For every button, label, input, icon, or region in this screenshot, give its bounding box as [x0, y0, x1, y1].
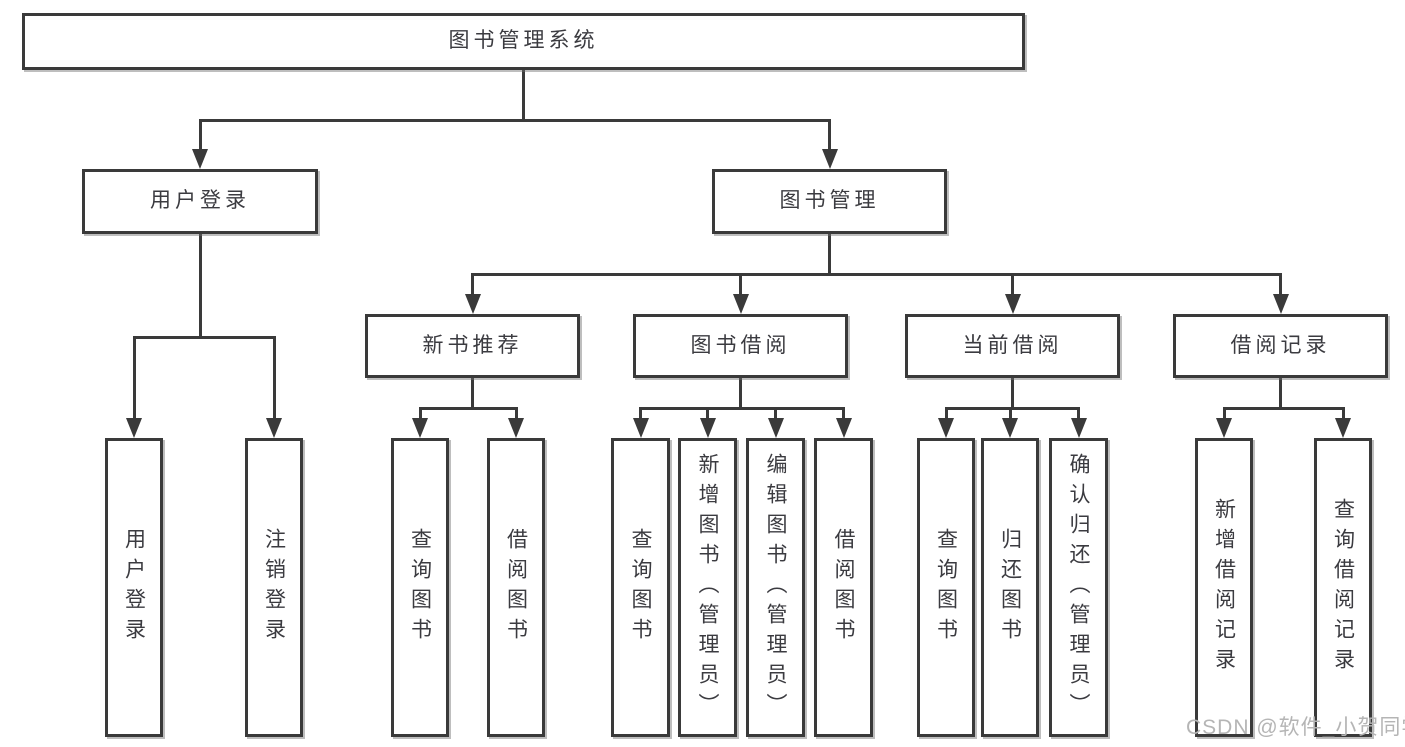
node-r1: 新增借阅记录: [1195, 438, 1253, 737]
arrowhead-icon-c1: [938, 418, 954, 438]
edge-shaft-b3: [774, 407, 777, 425]
edge-shaft-c3: [1077, 407, 1080, 425]
arrowhead-icon-c2: [1002, 418, 1018, 438]
node-user-login: 用户登录: [82, 169, 318, 234]
edge-stub-cur-borrow: [1011, 378, 1014, 410]
arrowhead-icon-u1: [126, 418, 142, 438]
edge-shaft-r1: [1222, 407, 1226, 425]
edge-shaft-u1: [132, 336, 136, 425]
node-c2: 归还图书: [981, 438, 1039, 737]
edge-bar-book-mgmt: [471, 273, 1282, 276]
arrowhead-icon-u2: [266, 418, 282, 438]
node-cur-borrow: 当前借阅: [905, 314, 1120, 378]
edge-bar-book-borrow: [639, 407, 845, 410]
edge-bar-borrow-rec: [1222, 407, 1345, 410]
edge-bar-cur-borrow: [944, 407, 1080, 410]
arrowhead-icon-b1: [632, 418, 649, 438]
node-b3: 编辑图书（管理员）: [746, 438, 805, 737]
edge-shaft-n1: [418, 407, 422, 425]
edge-stub-user-login: [198, 234, 202, 339]
edge-shaft-book-mgmt: [828, 119, 831, 156]
node-b1: 查询图书: [611, 438, 670, 737]
arrowhead-icon-b4: [835, 418, 852, 438]
edge-stub-root: [522, 70, 525, 122]
node-u1: 用户登录: [105, 438, 163, 737]
edge-shaft-u2: [272, 336, 276, 425]
node-new-rec: 新书推荐: [365, 314, 580, 378]
arrowhead-icon-r1: [1216, 418, 1232, 438]
edge-stub-book-mgmt: [828, 234, 831, 276]
edge-shaft-borrow-rec: [1279, 273, 1282, 301]
node-u2: 注销登录: [245, 438, 303, 737]
edge-stub-book-borrow: [739, 378, 742, 410]
node-n1: 查询图书: [391, 438, 449, 737]
edge-stub-borrow-rec: [1279, 378, 1282, 410]
edge-bar-new-rec: [418, 407, 518, 410]
arrowhead-icon-new-rec: [464, 294, 481, 314]
arrowhead-icon-n1: [412, 418, 428, 438]
arrowhead-icon-book-borrow: [732, 294, 749, 314]
edge-shaft-new-rec: [471, 273, 474, 301]
node-r2: 查询借阅记录: [1314, 438, 1372, 737]
edge-shaft-user-login: [198, 119, 202, 156]
csdn-watermark: CSDN @软件_小贺同学: [1186, 716, 1405, 739]
edge-shaft-b1: [639, 407, 642, 425]
node-n2: 借阅图书: [487, 438, 545, 737]
node-borrow-rec: 借阅记录: [1173, 314, 1388, 378]
edge-shaft-r2: [1341, 407, 1345, 425]
arrowhead-icon-n2: [508, 418, 524, 438]
arrowhead-icon-user-login: [192, 149, 208, 169]
edge-shaft-c2: [1008, 407, 1012, 425]
edge-shaft-n2: [514, 407, 518, 425]
edge-stub-new-rec: [471, 378, 474, 410]
node-book-borrow: 图书借阅: [633, 314, 848, 378]
node-c1: 查询图书: [917, 438, 975, 737]
arrowhead-icon-book-mgmt: [821, 149, 838, 169]
arrowhead-icon-borrow-rec: [1272, 294, 1289, 314]
arrowhead-icon-c3: [1070, 418, 1087, 438]
edge-shaft-book-borrow: [739, 273, 742, 301]
node-root: 图书管理系统: [22, 13, 1025, 70]
edge-shaft-b4: [842, 407, 845, 425]
node-c3: 确认归还（管理员）: [1049, 438, 1108, 737]
edge-bar-root: [198, 119, 831, 122]
arrowhead-icon-cur-borrow: [1004, 294, 1021, 314]
node-b2: 新增图书（管理员）: [678, 438, 737, 737]
edge-bar-user-login: [132, 336, 276, 339]
edge-shaft-cur-borrow: [1011, 273, 1014, 301]
arrowhead-icon-b3: [767, 418, 784, 438]
node-b4: 借阅图书: [814, 438, 873, 737]
edge-shaft-c1: [944, 407, 948, 425]
arrowhead-icon-b2: [699, 418, 716, 438]
arrowhead-icon-r2: [1335, 418, 1351, 438]
node-book-mgmt: 图书管理: [712, 169, 947, 234]
edge-shaft-b2: [706, 407, 709, 425]
